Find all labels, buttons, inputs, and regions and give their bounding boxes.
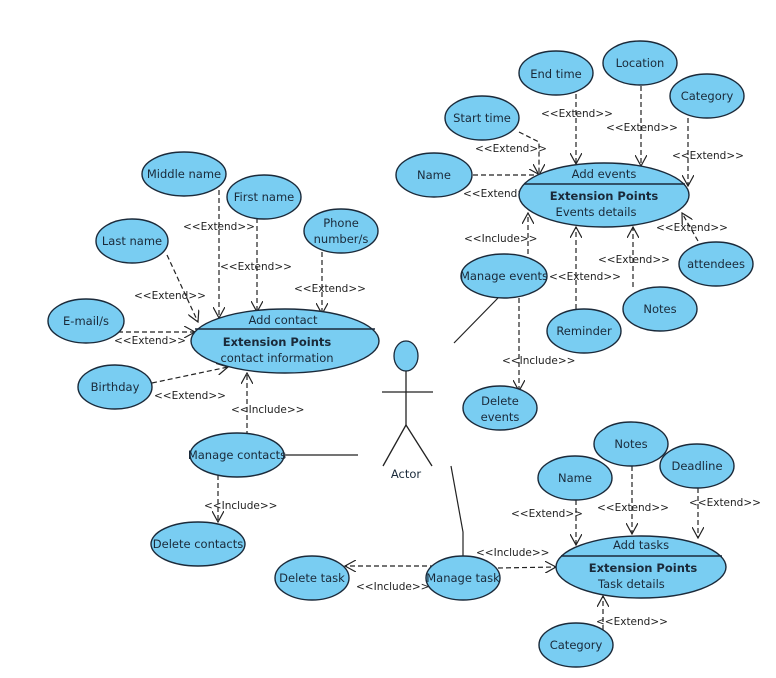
use-case-label: Manage task (426, 571, 500, 585)
use-case-label: events (481, 410, 520, 424)
use-case-label: Start time (453, 111, 511, 125)
extension-points-heading: Extension Points (223, 335, 332, 349)
use-case-label: Name (558, 471, 592, 485)
use-case-label: E-mail/s (63, 314, 109, 328)
extend-label: <<Extend>> (672, 150, 744, 162)
extend-label: <<Extend>> (606, 122, 678, 134)
extend-label: <<Extend>> (549, 271, 621, 283)
extension-point: Events details (556, 205, 637, 219)
use-case-label: Category (681, 89, 734, 103)
include-label: <<Include>> (231, 404, 304, 416)
use-case-manage-task[interactable]: Manage task (425, 555, 501, 601)
extend-birthday-link (151, 367, 228, 384)
extension-points-heading: Extension Points (550, 189, 659, 203)
use-case-label: End time (530, 67, 582, 81)
use-case-attendees[interactable]: attendees (678, 241, 754, 287)
extend-attendees-link (682, 213, 699, 242)
use-case-delete-task[interactable]: Delete task (274, 555, 350, 601)
use-case-add-contact[interactable]: Add contact Extension Points contact inf… (190, 308, 380, 374)
extension-points-heading: Extension Points (589, 561, 698, 575)
extend-label: <<Extend>> (220, 261, 292, 273)
extend-label: <<Extend>> (134, 290, 206, 302)
extension-point: contact information (220, 351, 333, 365)
use-case-label: Deadline (671, 459, 722, 473)
use-case-label: attendees (687, 257, 745, 271)
include-add-tasks-link (497, 567, 556, 568)
actor-manage-events-link (453, 297, 499, 344)
actor-label: Actor (391, 467, 422, 481)
use-case-label: First name (234, 190, 294, 204)
extend-label: <<Extend>> (154, 390, 226, 402)
use-case-delete-contacts[interactable]: Delete contacts (150, 521, 246, 567)
actor[interactable]: Actor (382, 340, 433, 481)
use-case-label: Notes (614, 437, 647, 451)
use-case-email[interactable]: E-mail/s (47, 298, 125, 344)
use-case-last-name[interactable]: Last name (95, 218, 169, 264)
use-case-label: Delete contacts (153, 537, 243, 551)
use-case-label: Delete task (279, 571, 345, 585)
use-case-reminder[interactable]: Reminder (546, 308, 622, 354)
use-case-add-tasks[interactable]: Add tasks Extension Points Task details (555, 535, 727, 599)
use-case-title: Add contact (249, 313, 318, 327)
extend-label: <<Extend>> (656, 222, 728, 234)
use-case-label: Name (417, 168, 451, 182)
extend-label: <<Extend>> (475, 143, 547, 155)
use-case-label: Category (550, 638, 603, 652)
events-relations (453, 86, 699, 391)
extend-label: <<Extend>> (183, 221, 255, 233)
actor-head (393, 340, 419, 372)
include-label: <<Include>> (464, 233, 537, 245)
extend-label: <<Extend>> (294, 283, 366, 295)
use-case-first-name[interactable]: First name (226, 174, 302, 220)
extend-label: <<Extend>> (463, 188, 535, 200)
use-case-end-time[interactable]: End time (518, 50, 594, 96)
use-case-name-events[interactable]: Name (395, 152, 473, 198)
extend-last-name-link (166, 254, 198, 322)
include-label: <<Include>> (356, 581, 429, 593)
extend-label: <<Extend>> (596, 616, 668, 628)
use-case-label: Middle name (147, 167, 221, 181)
extension-point: Task details (597, 577, 665, 591)
actor-manage-task-link (450, 465, 464, 556)
use-case-middle-name[interactable]: Middle name (141, 151, 227, 197)
extend-start-time-link (518, 131, 539, 175)
use-case-label: Last name (102, 234, 162, 248)
include-label: <<Include>> (502, 355, 575, 367)
tasks-relations (345, 465, 698, 630)
use-case-location[interactable]: Location (602, 40, 678, 86)
use-case-notes-events[interactable]: Notes (622, 286, 698, 332)
use-case-label: Manage events (460, 269, 548, 283)
use-case-title: Add tasks (613, 538, 669, 552)
use-case-label: Delete (481, 394, 519, 408)
extend-label: <<Extend>> (511, 508, 583, 520)
contact-relations (118, 190, 358, 522)
extend-label: <<Extend>> (689, 497, 761, 509)
include-label: <<Include>> (476, 547, 549, 559)
use-case-start-time[interactable]: Start time (444, 95, 520, 141)
use-case-label: Manage contacts (188, 448, 286, 462)
use-case-birthday[interactable]: Birthday (77, 364, 153, 410)
use-case-manage-events[interactable]: Manage events (460, 253, 548, 299)
use-case-category-events[interactable]: Category (669, 73, 745, 119)
extend-label: <<Extend>> (114, 335, 186, 347)
use-case-manage-contacts[interactable]: Manage contacts (188, 432, 286, 478)
extend-label: <<Extend>> (598, 254, 670, 266)
use-case-label: Reminder (556, 324, 612, 338)
use-case-label: number/s (314, 232, 369, 246)
use-case-label: Birthday (91, 380, 140, 394)
use-case-phone-numbers[interactable]: Phone number/s (303, 208, 379, 254)
use-case-label: Location (616, 56, 665, 70)
use-case-label: Notes (643, 302, 676, 316)
use-case-title: Add events (572, 167, 637, 181)
extend-label: <<Extend>> (541, 108, 613, 120)
include-label: <<Include>> (204, 500, 277, 512)
extend-label: <<Extend>> (597, 502, 669, 514)
use-case-category-tasks[interactable]: Category (538, 622, 614, 668)
use-case-delete-events[interactable]: Delete events (462, 385, 538, 431)
use-case-label: Phone (323, 216, 359, 230)
use-case-name-tasks[interactable]: Name (537, 455, 613, 501)
use-case-add-events[interactable]: Add events Extension Points Events detai… (518, 162, 690, 228)
use-case-notes-tasks[interactable]: Notes (593, 421, 669, 467)
use-case-deadline[interactable]: Deadline (659, 443, 735, 489)
